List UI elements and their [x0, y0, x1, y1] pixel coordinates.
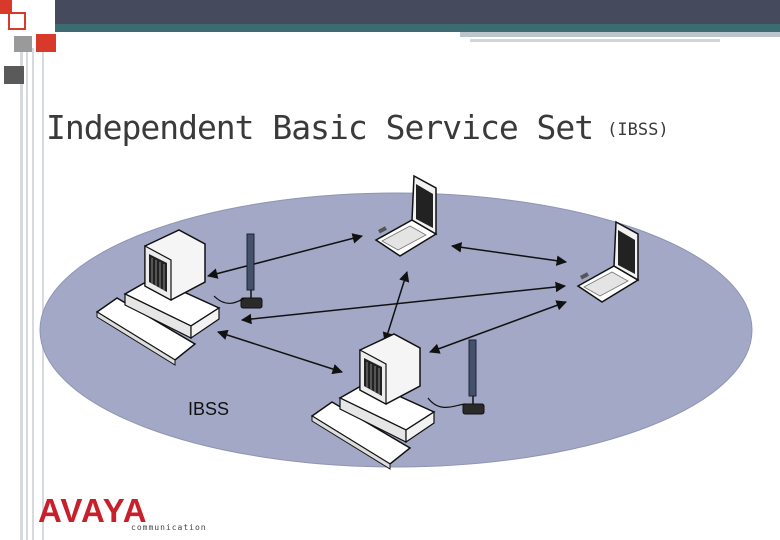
link-arrow [450, 242, 568, 266]
cable [213, 295, 246, 304]
slide-title: Independent Basic Service Set (IBSS) [46, 108, 669, 147]
avaya-logo-sub: communication [131, 523, 207, 532]
link-arrow [217, 329, 343, 375]
cable [427, 397, 466, 408]
link-arrow [206, 233, 364, 279]
header-stripe [460, 32, 780, 37]
left-rule [32, 48, 34, 540]
deco-square [36, 34, 56, 52]
slide-title-main: Independent Basic Service Set [46, 108, 594, 147]
ibss-label: IBSS [188, 399, 230, 419]
link-arrow [382, 270, 410, 344]
left-rule [42, 48, 44, 540]
slide-title-abbr: (IBSS) [607, 120, 669, 140]
link-arrow [429, 300, 567, 354]
avaya-logo: AVAYA [38, 492, 148, 529]
header-bar [55, 0, 780, 24]
header-accent-bar [55, 24, 780, 32]
left-rule [20, 48, 23, 540]
deco-square [0, 0, 12, 14]
left-rule [26, 48, 28, 540]
deco-square [4, 66, 24, 84]
header-stripe-thin [470, 39, 720, 42]
deco-square [8, 12, 26, 30]
deco-square [14, 36, 32, 52]
